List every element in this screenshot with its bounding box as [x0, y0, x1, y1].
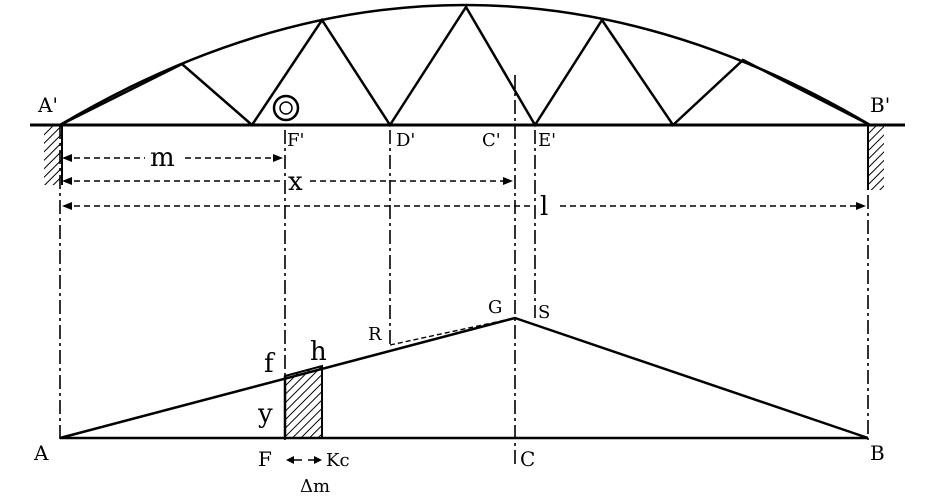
label-a-prime: A' [37, 93, 58, 117]
label-b-prime: B' [870, 93, 890, 117]
dimension-label-m: m [150, 143, 175, 173]
label-s: S [538, 302, 550, 323]
label-r: R [368, 324, 382, 345]
web-members [59, 4, 871, 128]
label-b: B [870, 441, 885, 465]
dimension-label-x: x [288, 167, 303, 197]
truss-labels: A' B' F' D' C' E' m x l [37, 93, 890, 222]
label-f-prime: F' [287, 130, 304, 151]
delta-m-arrows [286, 456, 322, 464]
label-f: F [258, 447, 272, 471]
label-delta-m: Δm [300, 476, 330, 497]
dimension-label-l: l [540, 192, 548, 222]
hatched-strip [284, 364, 323, 439]
influence-labels: A B C F G S R f h y Kc Δm [33, 297, 885, 497]
rolling-load-icon [272, 94, 300, 122]
dimension-lines [64, 157, 863, 207]
label-c-prime: C' [482, 130, 501, 151]
influence-line-graph [59, 316, 869, 440]
dimension-arrows [62, 154, 866, 210]
label-h: h [310, 337, 327, 367]
truss [30, 3, 905, 190]
label-kc: Kc [326, 450, 350, 471]
label-e-prime: E' [538, 130, 556, 151]
label-y: y [257, 399, 273, 429]
projection-lines [59, 75, 869, 468]
right-support [867, 125, 884, 190]
label-a: A [33, 441, 49, 465]
label-f-small: f [264, 349, 276, 379]
label-d-prime: D' [396, 130, 415, 151]
label-g: G [488, 297, 502, 318]
influence-line [59, 316, 869, 440]
chord-gr [389, 317, 516, 346]
label-c: C [520, 447, 535, 471]
left-support [44, 125, 63, 185]
